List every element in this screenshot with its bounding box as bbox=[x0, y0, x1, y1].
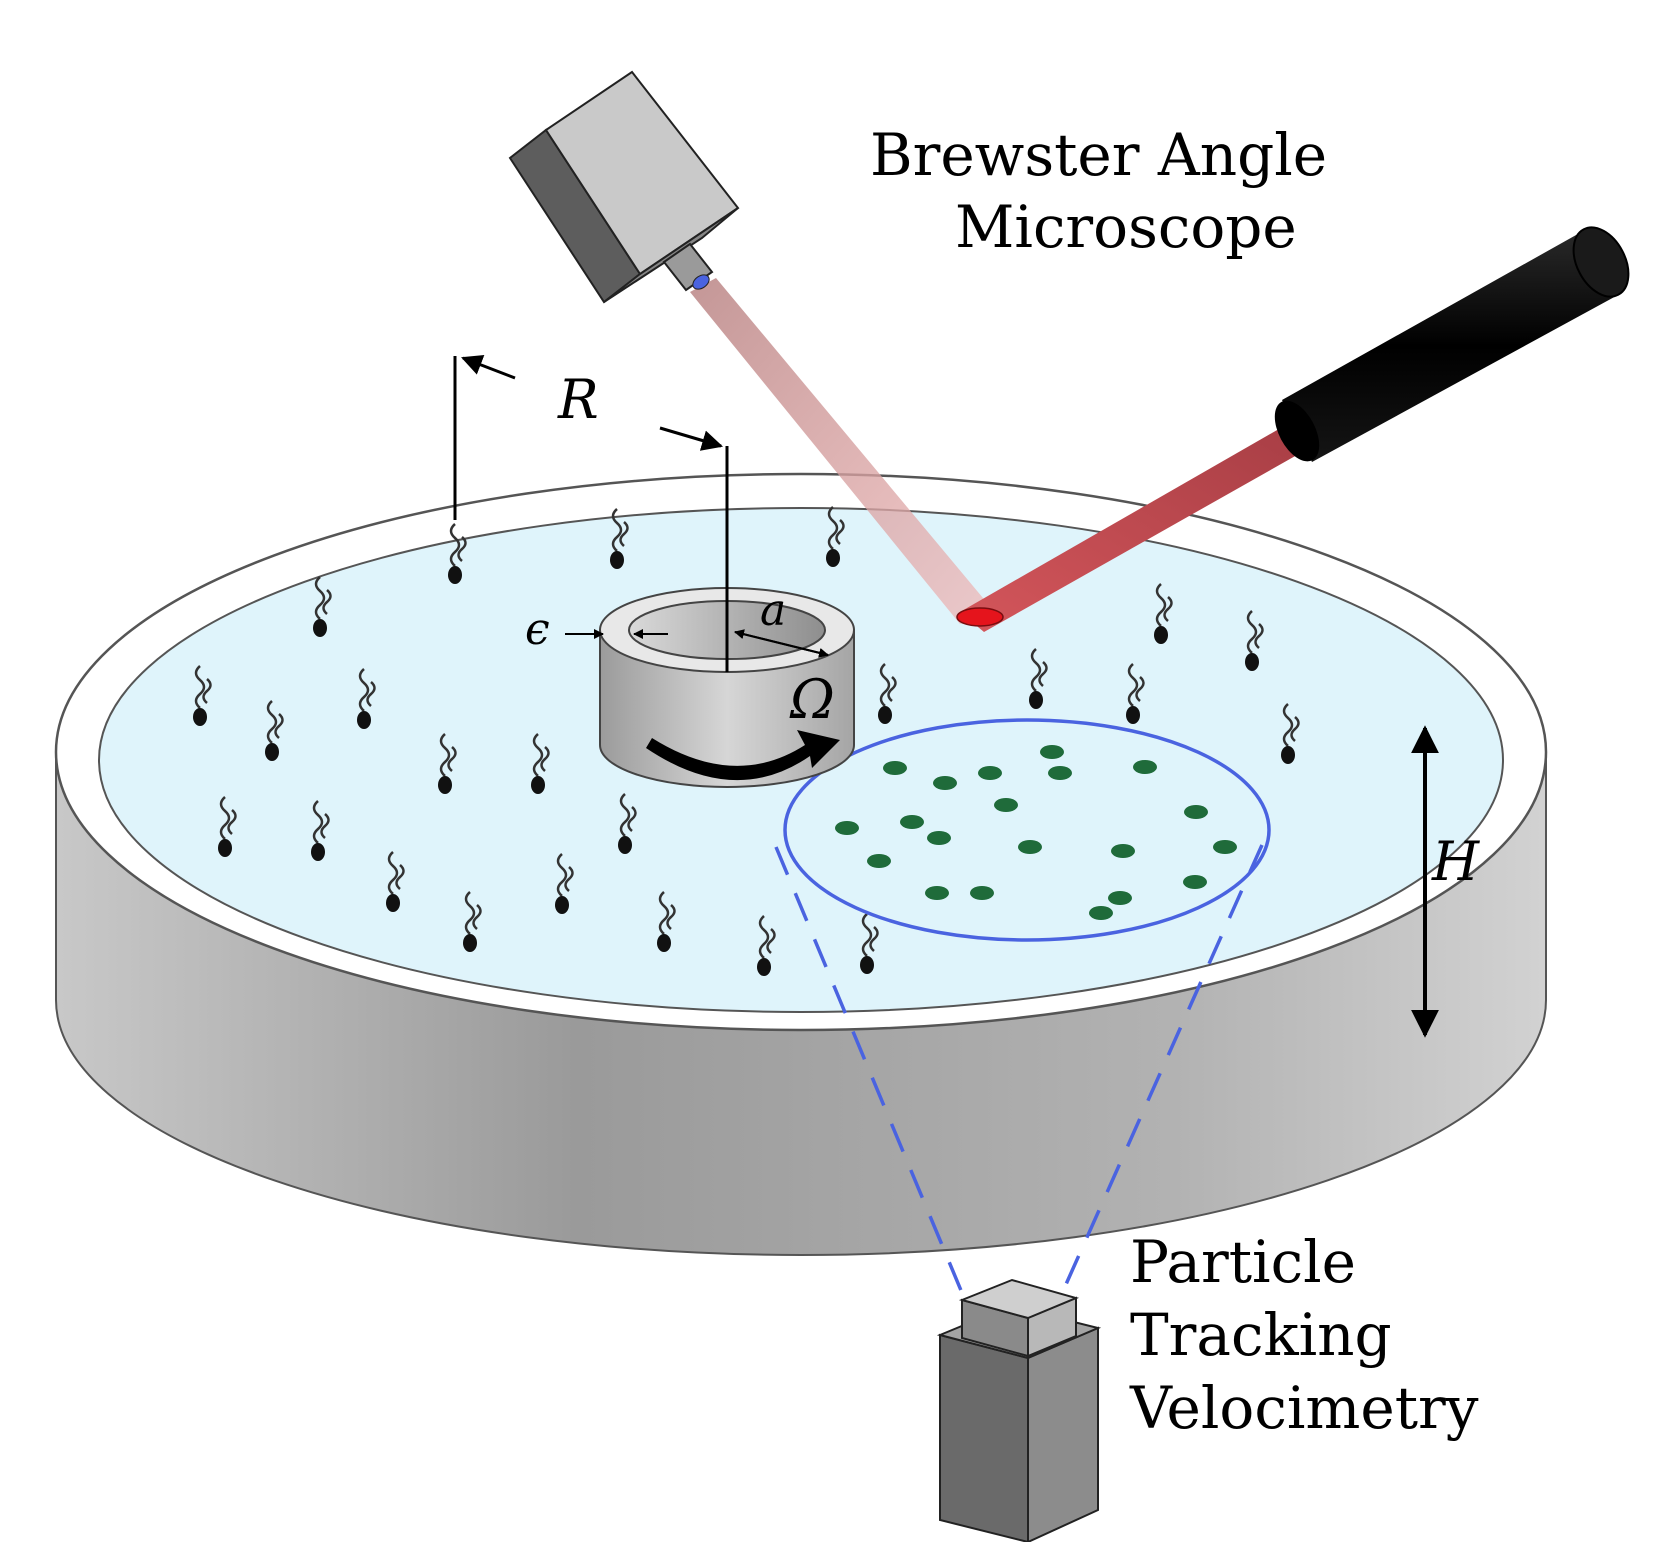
tracer-particles bbox=[835, 745, 1237, 920]
surfactant-molecule bbox=[357, 668, 376, 729]
symbol-omega: Ω bbox=[789, 668, 835, 731]
tracer-particle bbox=[1213, 840, 1237, 854]
surfactant-molecule bbox=[313, 576, 332, 637]
tracer-particle bbox=[867, 854, 891, 868]
surfactant-molecule bbox=[531, 733, 550, 794]
surfactant-molecule bbox=[1029, 648, 1048, 709]
laser-body bbox=[1282, 230, 1618, 462]
tracer-particle bbox=[1048, 766, 1072, 780]
laser-front-cap bbox=[1274, 400, 1320, 462]
tracer-particle bbox=[933, 776, 957, 790]
dimension-markers bbox=[453, 354, 1439, 1038]
tracer-particle bbox=[1040, 745, 1064, 759]
ptv-view-region bbox=[774, 718, 1271, 1301]
surfactant-molecule bbox=[386, 851, 405, 912]
observation-ellipse bbox=[783, 718, 1271, 942]
tracer-particle bbox=[1133, 760, 1157, 774]
tracer-particle bbox=[1018, 840, 1042, 854]
tracer-particle bbox=[1108, 891, 1132, 905]
laser-rear-cap bbox=[1572, 226, 1630, 298]
symbol-h: H bbox=[1431, 830, 1480, 893]
tracer-particle bbox=[925, 886, 949, 900]
ptv-label-line1: Particle bbox=[1130, 1228, 1356, 1296]
ptv-camera-body-left bbox=[939, 1333, 1029, 1544]
tracer-particle bbox=[900, 815, 924, 829]
surfactant-molecule bbox=[826, 506, 845, 567]
surfactant-molecule bbox=[618, 793, 637, 854]
surfactant-molecule bbox=[311, 800, 330, 861]
surfactant-molecule bbox=[1126, 663, 1145, 724]
symbol-r: R bbox=[557, 368, 599, 431]
surfactant-molecule bbox=[193, 665, 212, 726]
surfactant-molecule bbox=[757, 915, 776, 976]
surfactant-molecule bbox=[657, 891, 676, 952]
bam-beam bbox=[690, 278, 993, 624]
tracer-particle bbox=[1089, 906, 1113, 920]
bam-camera-lens bbox=[692, 274, 710, 290]
surfactant-molecule bbox=[1154, 583, 1173, 644]
laser-spot bbox=[956, 607, 1004, 627]
ptv-camera-body-right bbox=[1027, 1326, 1099, 1544]
surfactant-molecule bbox=[1245, 610, 1264, 671]
tracer-particle bbox=[883, 761, 907, 775]
rotation-arrow-icon bbox=[646, 730, 840, 781]
tracer-particle bbox=[978, 766, 1002, 780]
ptv-camera-lens-top bbox=[958, 1278, 1080, 1320]
r-inner-arrow bbox=[659, 426, 724, 451]
a-radius-arrow-back bbox=[734, 629, 829, 656]
ptv-camera-icon bbox=[936, 1278, 1102, 1544]
ptv-view-cone-right bbox=[1057, 844, 1264, 1301]
bam-label-line2: Microscope bbox=[955, 193, 1297, 261]
surfactant-molecule bbox=[265, 700, 284, 761]
surfactant-molecule bbox=[610, 508, 629, 569]
symbol-epsilon: ϵ bbox=[525, 604, 550, 655]
symbol-a: a bbox=[760, 585, 786, 636]
surfactant-molecule bbox=[555, 853, 574, 914]
surfactant-molecule bbox=[878, 663, 897, 724]
ptv-view-cone-left bbox=[774, 846, 967, 1301]
surfactant-molecule bbox=[1281, 703, 1300, 764]
bam-label-line1: Brewster Angle bbox=[870, 121, 1327, 189]
ptv-label-line3: Velocimetry bbox=[1129, 1374, 1479, 1442]
petri-dish bbox=[54, 472, 1548, 1256]
tracer-particle bbox=[835, 821, 859, 835]
surfactant-molecule bbox=[218, 796, 237, 857]
tracer-particle bbox=[1111, 844, 1135, 858]
tracer-particle bbox=[970, 886, 994, 900]
r-outer-arrow bbox=[461, 354, 516, 380]
text-labels: Brewster Angle Microscope Particle Track… bbox=[525, 121, 1480, 1442]
surfactant-molecule bbox=[463, 891, 482, 952]
surfactant-molecule bbox=[860, 913, 879, 974]
surfactant-molecule bbox=[448, 523, 467, 584]
bam-camera-icon bbox=[508, 70, 740, 304]
surfactant-molecules bbox=[193, 506, 1300, 976]
bam-optics bbox=[690, 278, 1320, 632]
laser-icon bbox=[1274, 226, 1630, 462]
tracer-particle bbox=[1184, 805, 1208, 819]
laser-beam bbox=[960, 418, 1320, 632]
surfactant-molecule bbox=[438, 733, 457, 794]
tracer-particle bbox=[1183, 875, 1207, 889]
ptv-label-line2: Tracking bbox=[1130, 1301, 1392, 1369]
tracer-particle bbox=[927, 831, 951, 845]
tracer-particle bbox=[994, 798, 1018, 812]
